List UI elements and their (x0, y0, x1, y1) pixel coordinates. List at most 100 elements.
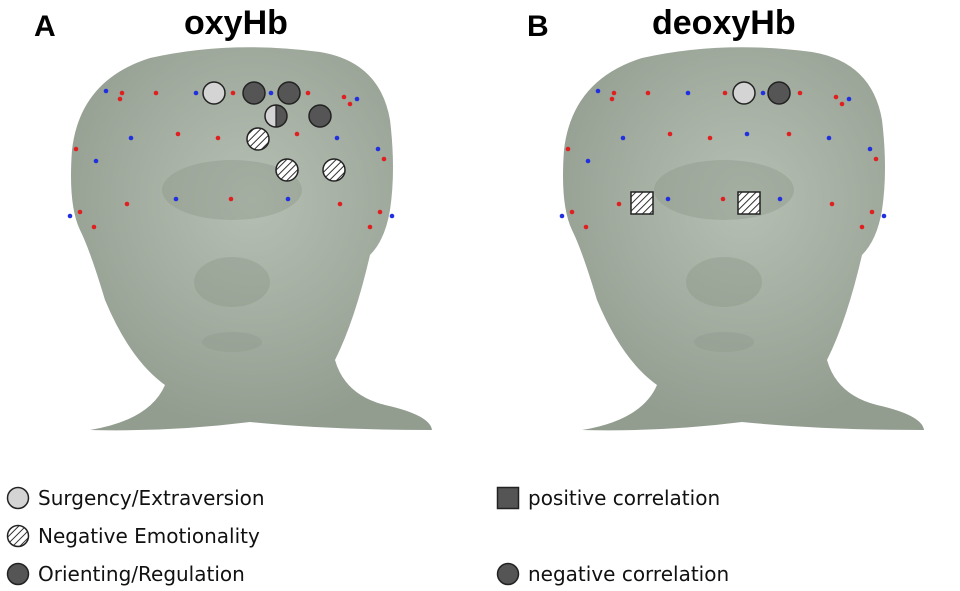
head-maps-figure (67, 47, 924, 431)
optode-dot (585, 158, 591, 164)
legend-orienting-label: Orienting/Regulation (38, 562, 245, 586)
optode-dot (873, 156, 879, 162)
optode-dot (375, 146, 381, 152)
optode-dot (193, 90, 199, 96)
legend-orienting: Orienting/Regulation (6, 562, 245, 586)
negative-emotionality-marker (246, 127, 270, 151)
panel-a-title: oxyHb (184, 4, 288, 42)
optode-dot (230, 90, 236, 96)
optode-dot (334, 135, 340, 141)
optode-dot (869, 209, 875, 215)
head-a (71, 47, 432, 431)
optode-dot (744, 131, 750, 137)
optode-dot (833, 94, 839, 100)
optode-dot (354, 96, 360, 102)
optode-dot (839, 101, 845, 107)
optode-dot (665, 196, 671, 202)
optode-dot (285, 196, 291, 202)
optode-dot (685, 90, 691, 96)
light-gray-circle-icon (6, 486, 30, 510)
negative-emotionality-square-marker (737, 191, 761, 215)
circle-icon (496, 562, 520, 586)
markers-b (630, 81, 791, 215)
optode-dot (881, 213, 887, 219)
optode-dot (609, 96, 615, 102)
optode-dot (228, 196, 234, 202)
negative-emotionality-square-marker (630, 191, 654, 215)
optode-dot (620, 135, 626, 141)
orienting-marker (767, 81, 791, 105)
optode-dot (367, 224, 373, 230)
optode-dot (73, 146, 79, 152)
optode-dot (565, 146, 571, 152)
optode-dot (867, 146, 873, 152)
optode-dot (707, 135, 713, 141)
head-b (563, 47, 924, 431)
legend-negative-correlation-label: negative correlation (528, 562, 730, 586)
orienting-marker (308, 104, 332, 128)
surgency-orienting-split-marker (264, 104, 288, 128)
optode-dot (569, 209, 575, 215)
optode-dot (381, 156, 387, 162)
optode-dot (583, 224, 589, 230)
optode-dot (645, 90, 651, 96)
orienting-marker (277, 81, 301, 105)
optode-dot (347, 101, 353, 107)
optode-dot (119, 90, 125, 96)
hatched-circle-icon (6, 524, 30, 548)
optode-dot (760, 90, 766, 96)
optode-dot (389, 213, 395, 219)
legend-positive-correlation-label: positive correlation (528, 486, 721, 510)
optode-dot (268, 90, 274, 96)
optode-dot (128, 135, 134, 141)
optode-dot (67, 213, 73, 219)
legend-surgency: Surgency/Extraversion (6, 486, 265, 510)
optode-dot (215, 135, 221, 141)
optode-dot (667, 131, 673, 137)
legend-negative-emotionality-label: Negative Emotionality (38, 524, 260, 548)
optode-dot (337, 201, 343, 207)
dark-gray-circle-icon (6, 562, 30, 586)
panel-b-title: deoxyHb (652, 4, 796, 42)
optode-dot (91, 224, 97, 230)
optode-dot (93, 158, 99, 164)
optode-dot (786, 131, 792, 137)
optode-dot (341, 94, 347, 100)
optode-dot (377, 209, 383, 215)
optode-dot (859, 224, 865, 230)
optodes-b (559, 88, 887, 230)
legend-surgency-label: Surgency/Extraversion (38, 486, 265, 510)
optode-dot (829, 201, 835, 207)
surgency-marker (732, 81, 756, 105)
optode-dot (305, 90, 311, 96)
optode-dot (797, 90, 803, 96)
optode-dot (124, 201, 130, 207)
panel-b-letter: B (527, 10, 549, 43)
optode-dot (103, 88, 109, 94)
optode-dot (595, 88, 601, 94)
optode-dot (616, 201, 622, 207)
optode-dot (175, 131, 181, 137)
legend-negative-correlation: negative correlation (496, 562, 729, 586)
optode-dot (826, 135, 832, 141)
markers-a (202, 81, 346, 182)
surgency-marker (202, 81, 226, 105)
orienting-marker (242, 81, 266, 105)
optode-dot (611, 90, 617, 96)
optode-dot (153, 90, 159, 96)
optode-dot (294, 131, 300, 137)
optode-dot (846, 96, 852, 102)
optode-dot (720, 196, 726, 202)
optode-dot (777, 196, 783, 202)
optode-dot (722, 90, 728, 96)
legend-positive-correlation: positive correlation (496, 486, 720, 510)
negative-emotionality-marker (275, 158, 299, 182)
negative-emotionality-marker (322, 158, 346, 182)
optode-dot (559, 213, 565, 219)
optode-dot (117, 96, 123, 102)
panel-a-letter: A (34, 10, 56, 43)
optode-dot (77, 209, 83, 215)
square-icon (496, 486, 520, 510)
legend-negative-emotionality: Negative Emotionality (6, 524, 260, 548)
optode-dot (173, 196, 179, 202)
